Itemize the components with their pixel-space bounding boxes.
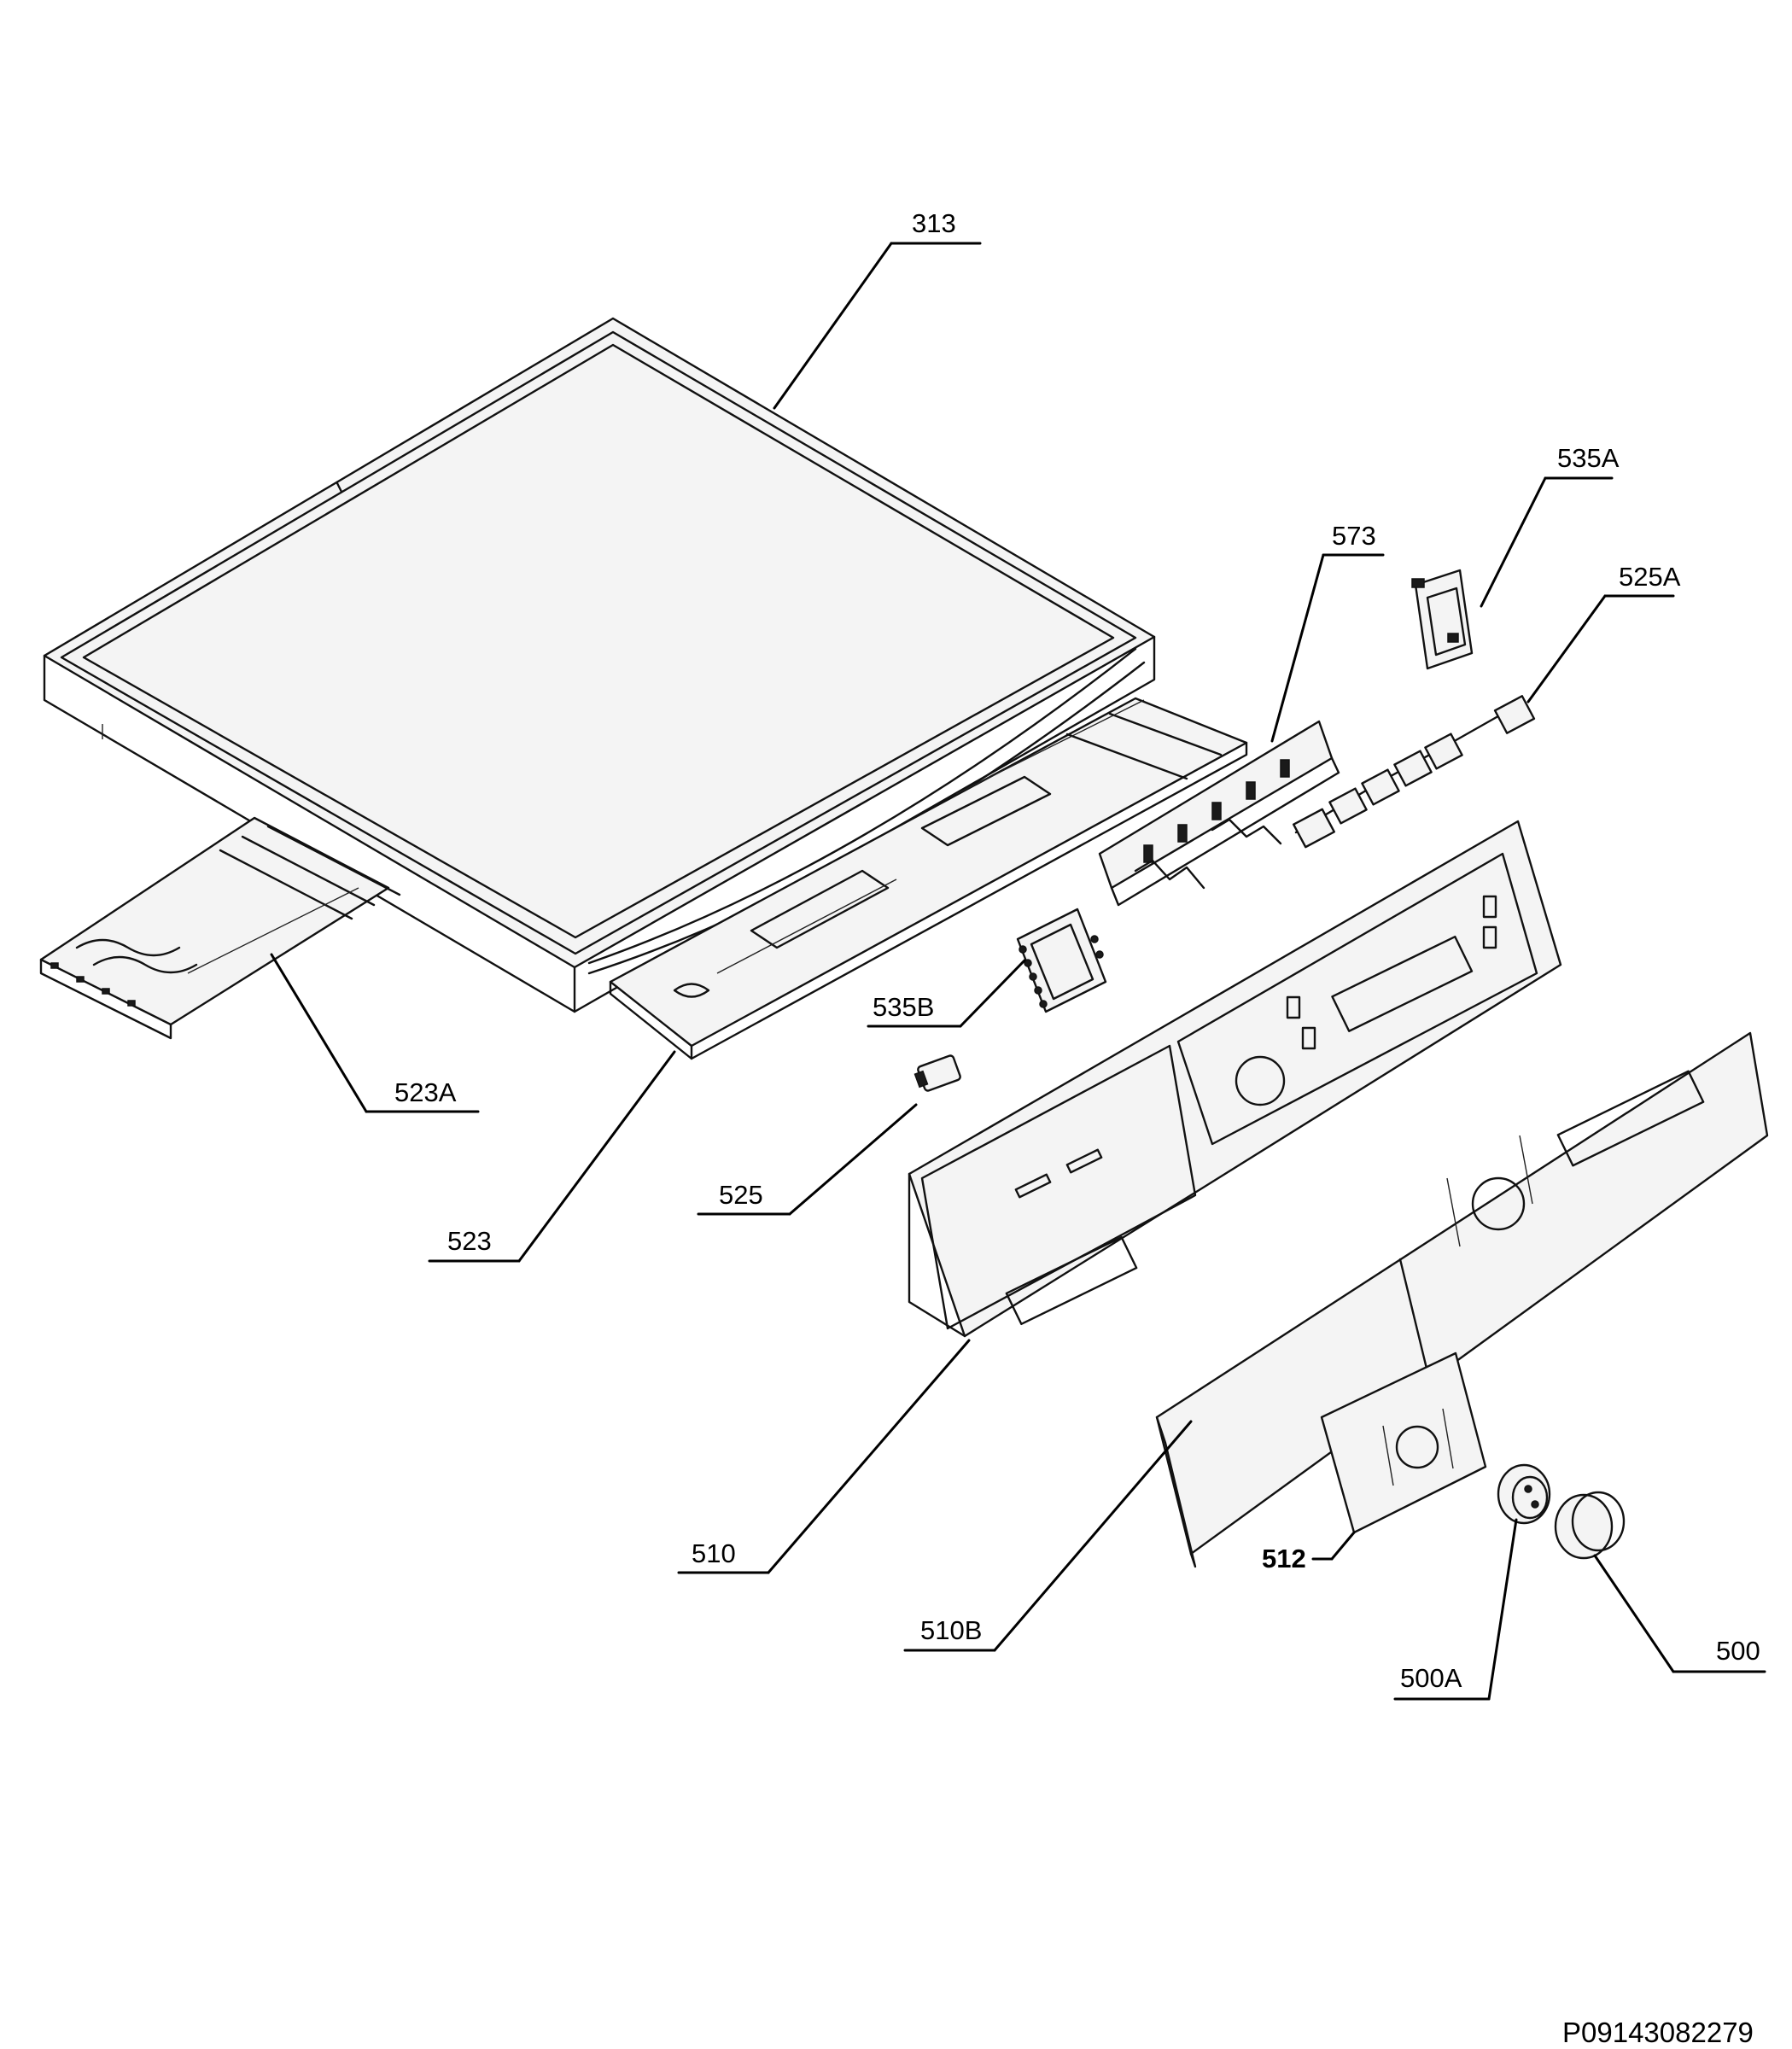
- part-523-long-rail: [609, 697, 1248, 1060]
- part-525a-connector-strip: [1292, 695, 1536, 849]
- part-500a-knob-insert: [1497, 1463, 1551, 1525]
- callout-500: 500: [1716, 1636, 1760, 1666]
- part-523a-left-rail: [39, 816, 401, 1040]
- part-510-control-panel: [908, 820, 1562, 1338]
- callout-525: 525: [719, 1180, 763, 1210]
- part-525-connector: [914, 1054, 961, 1092]
- part-500-knob: [1554, 1491, 1626, 1560]
- callout-labels: 313 535A 573 525A 535B 523A 525 523 510 …: [394, 208, 1760, 2048]
- callout-510b: 510B: [920, 1615, 982, 1645]
- callout-512: 512: [1262, 1544, 1306, 1573]
- part-573-electronics-board: [1098, 720, 1340, 907]
- part-512-knob-plate: [1320, 1351, 1487, 1534]
- leader-lines: [270, 242, 1766, 1701]
- callout-313: 313: [912, 208, 956, 238]
- callout-500a: 500A: [1400, 1663, 1462, 1693]
- callout-523: 523: [447, 1226, 492, 1256]
- callout-523a: 523A: [394, 1077, 457, 1107]
- reference-code: P09143082279: [1562, 2017, 1754, 2048]
- callout-535b: 535B: [873, 992, 934, 1022]
- callout-573: 573: [1332, 521, 1376, 551]
- part-535b-frame-module: [1016, 908, 1107, 1013]
- callout-510: 510: [692, 1538, 736, 1568]
- callout-525a: 525A: [1619, 562, 1681, 592]
- part-535a-display-module: [1411, 569, 1474, 670]
- callout-535a: 535A: [1557, 443, 1620, 473]
